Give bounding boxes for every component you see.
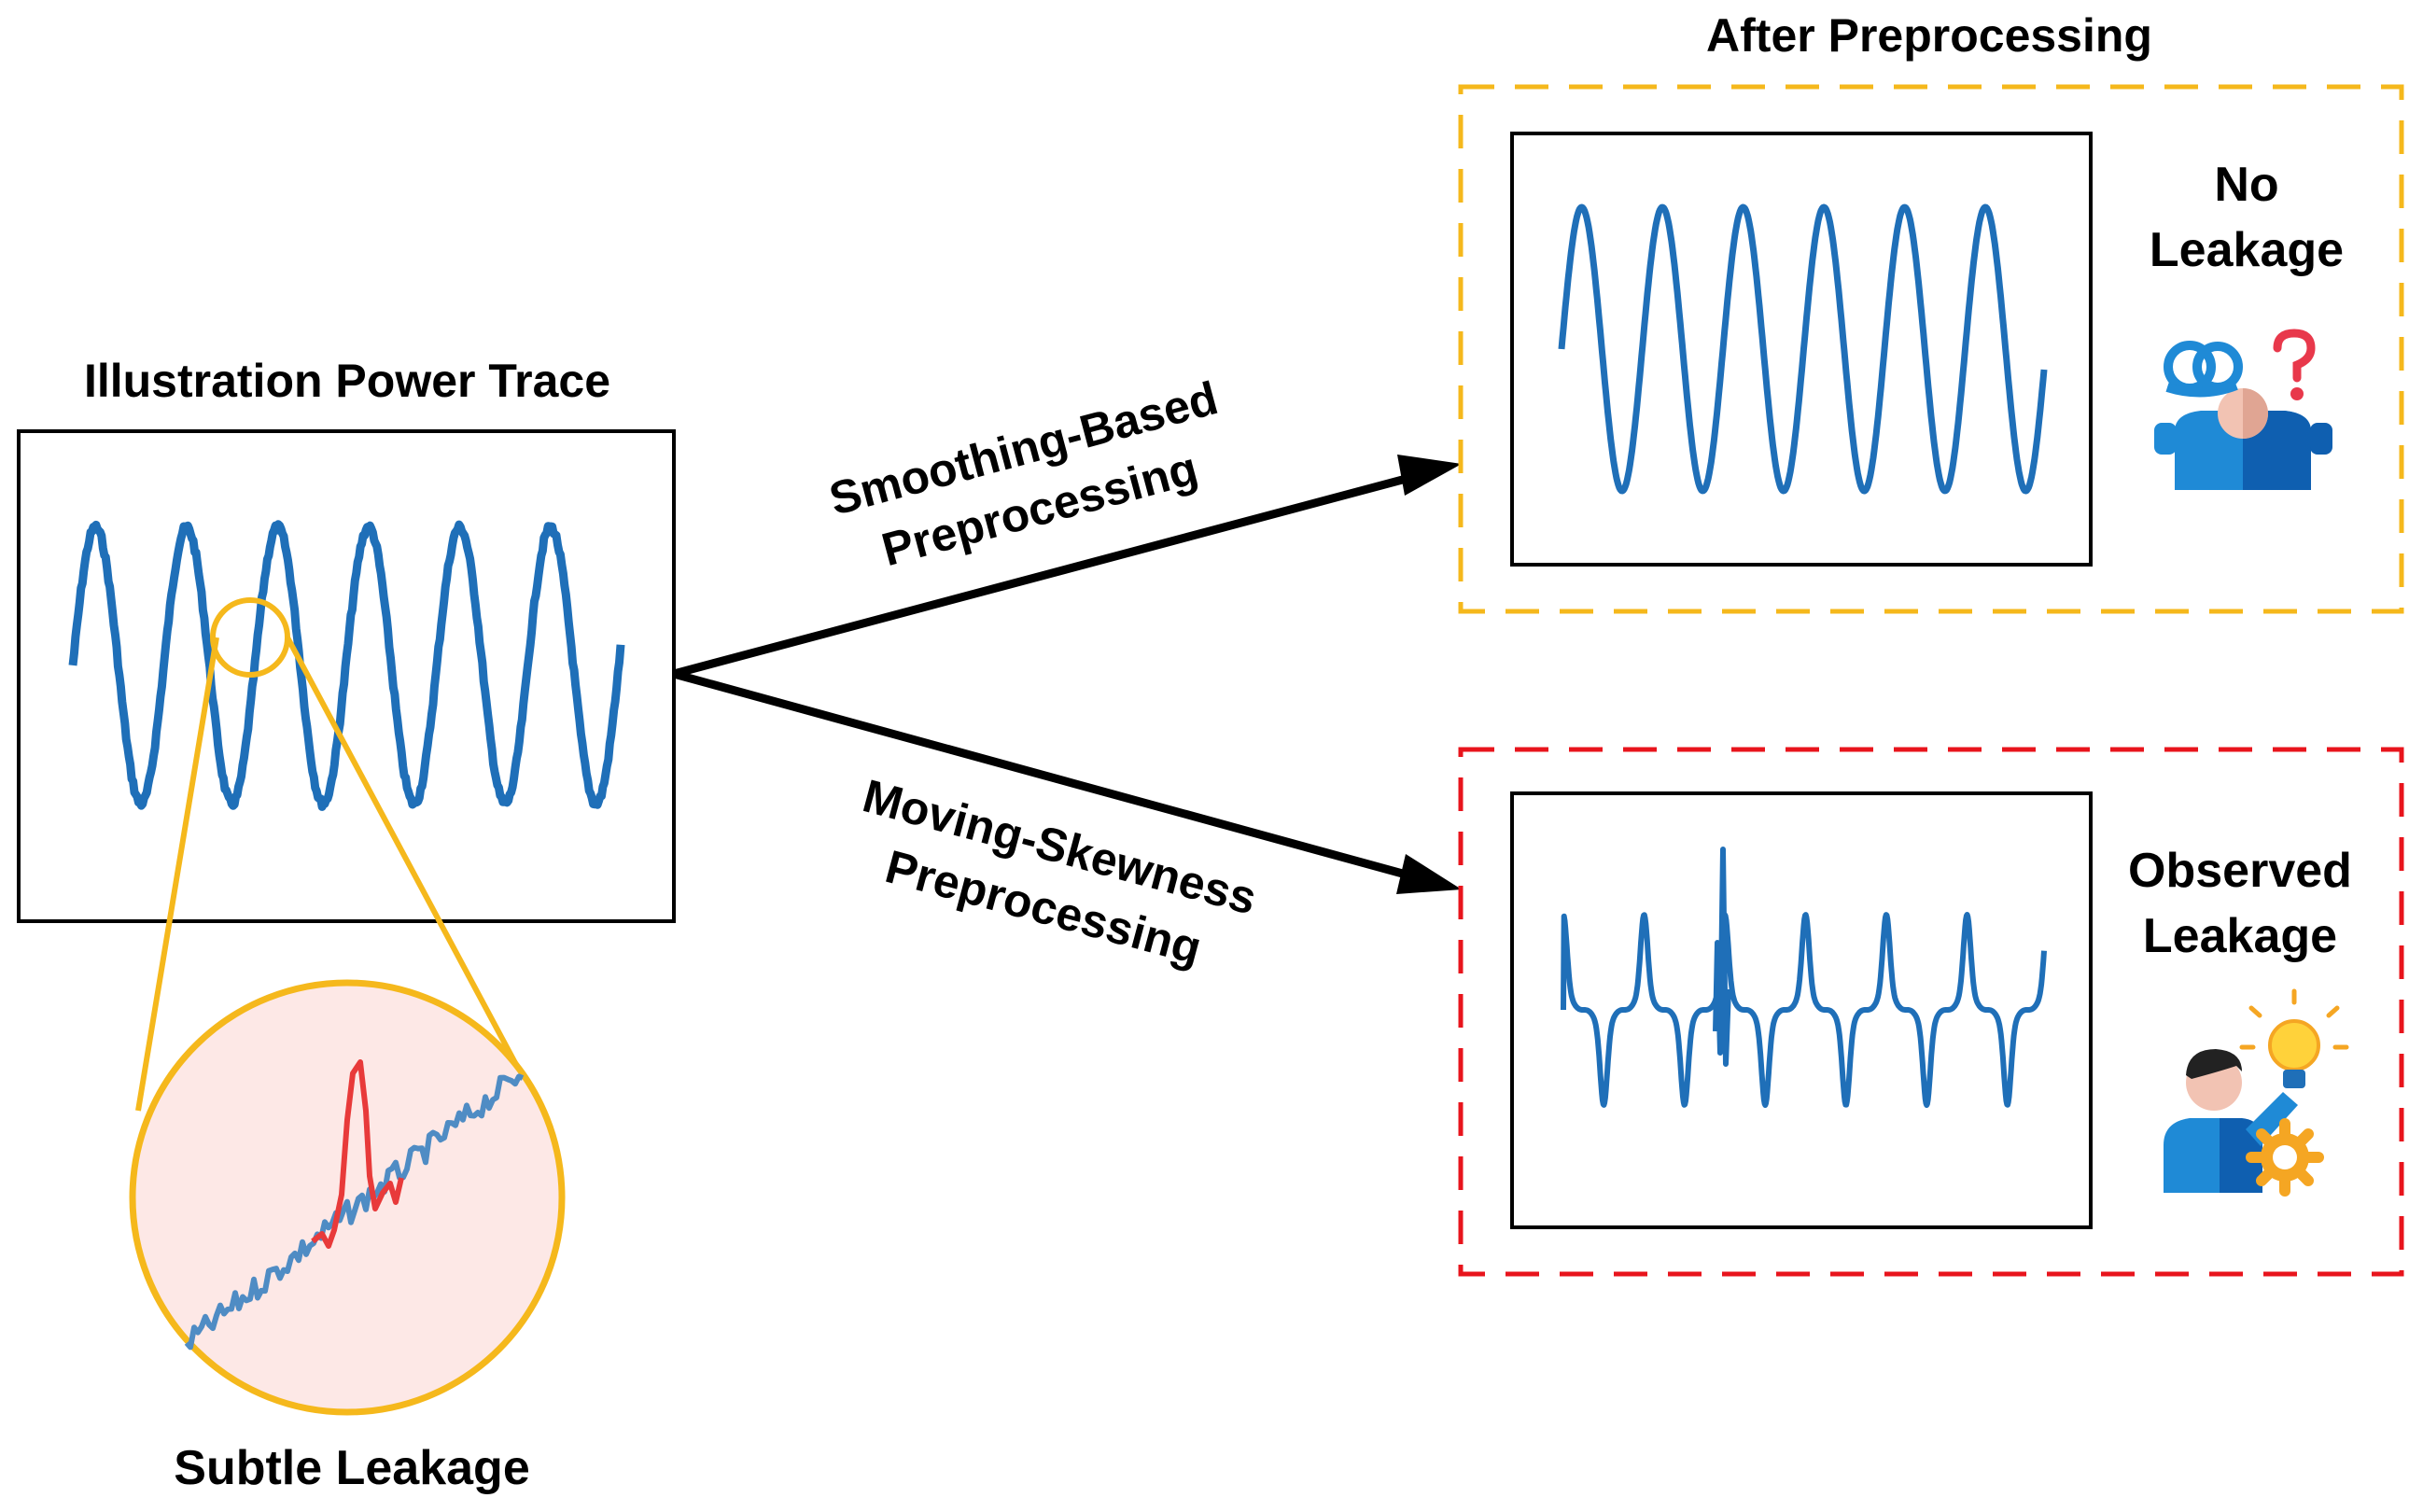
no-leakage-label-1: No bbox=[2214, 158, 2278, 212]
skewness-trace bbox=[1561, 847, 2047, 1108]
arrow-smoothing-label: Smoothing-Based Preprocessing bbox=[824, 371, 1224, 576]
confused-person-icon bbox=[2154, 329, 2332, 490]
arrow-skewness-label: Moving-Skewness Preprocessing bbox=[858, 769, 1262, 974]
skewness-trace-frame bbox=[1510, 791, 2093, 1229]
smoothed-trace bbox=[1558, 203, 2048, 495]
zoom-trace bbox=[184, 1073, 525, 1351]
zoom-connector-left bbox=[135, 637, 219, 1112]
zoom-leakage-spike bbox=[311, 1059, 404, 1249]
observed-leakage-box bbox=[1458, 747, 2404, 1277]
arrow-smoothing bbox=[672, 455, 1462, 679]
after-title: After Preprocessing bbox=[1706, 9, 2152, 62]
input-trace-title: Illustration Power Trace bbox=[84, 355, 610, 407]
input-power-trace bbox=[68, 520, 625, 811]
zoom-title: Subtle Leakage bbox=[174, 1441, 529, 1495]
zoom-connector-right bbox=[285, 636, 531, 1089]
observed-leakage-label-1: Observed bbox=[2128, 844, 2352, 898]
zoom-circle bbox=[129, 979, 566, 1416]
no-leakage-label-2: Leakage bbox=[2150, 223, 2344, 277]
observed-leakage-label-2: Leakage bbox=[2143, 909, 2337, 963]
leakage-highlight-circle bbox=[210, 597, 290, 678]
arrow-skewness bbox=[672, 669, 1462, 894]
person-lightbulb-icon bbox=[2164, 988, 2349, 1197]
no-leakage-box bbox=[1458, 84, 2404, 614]
